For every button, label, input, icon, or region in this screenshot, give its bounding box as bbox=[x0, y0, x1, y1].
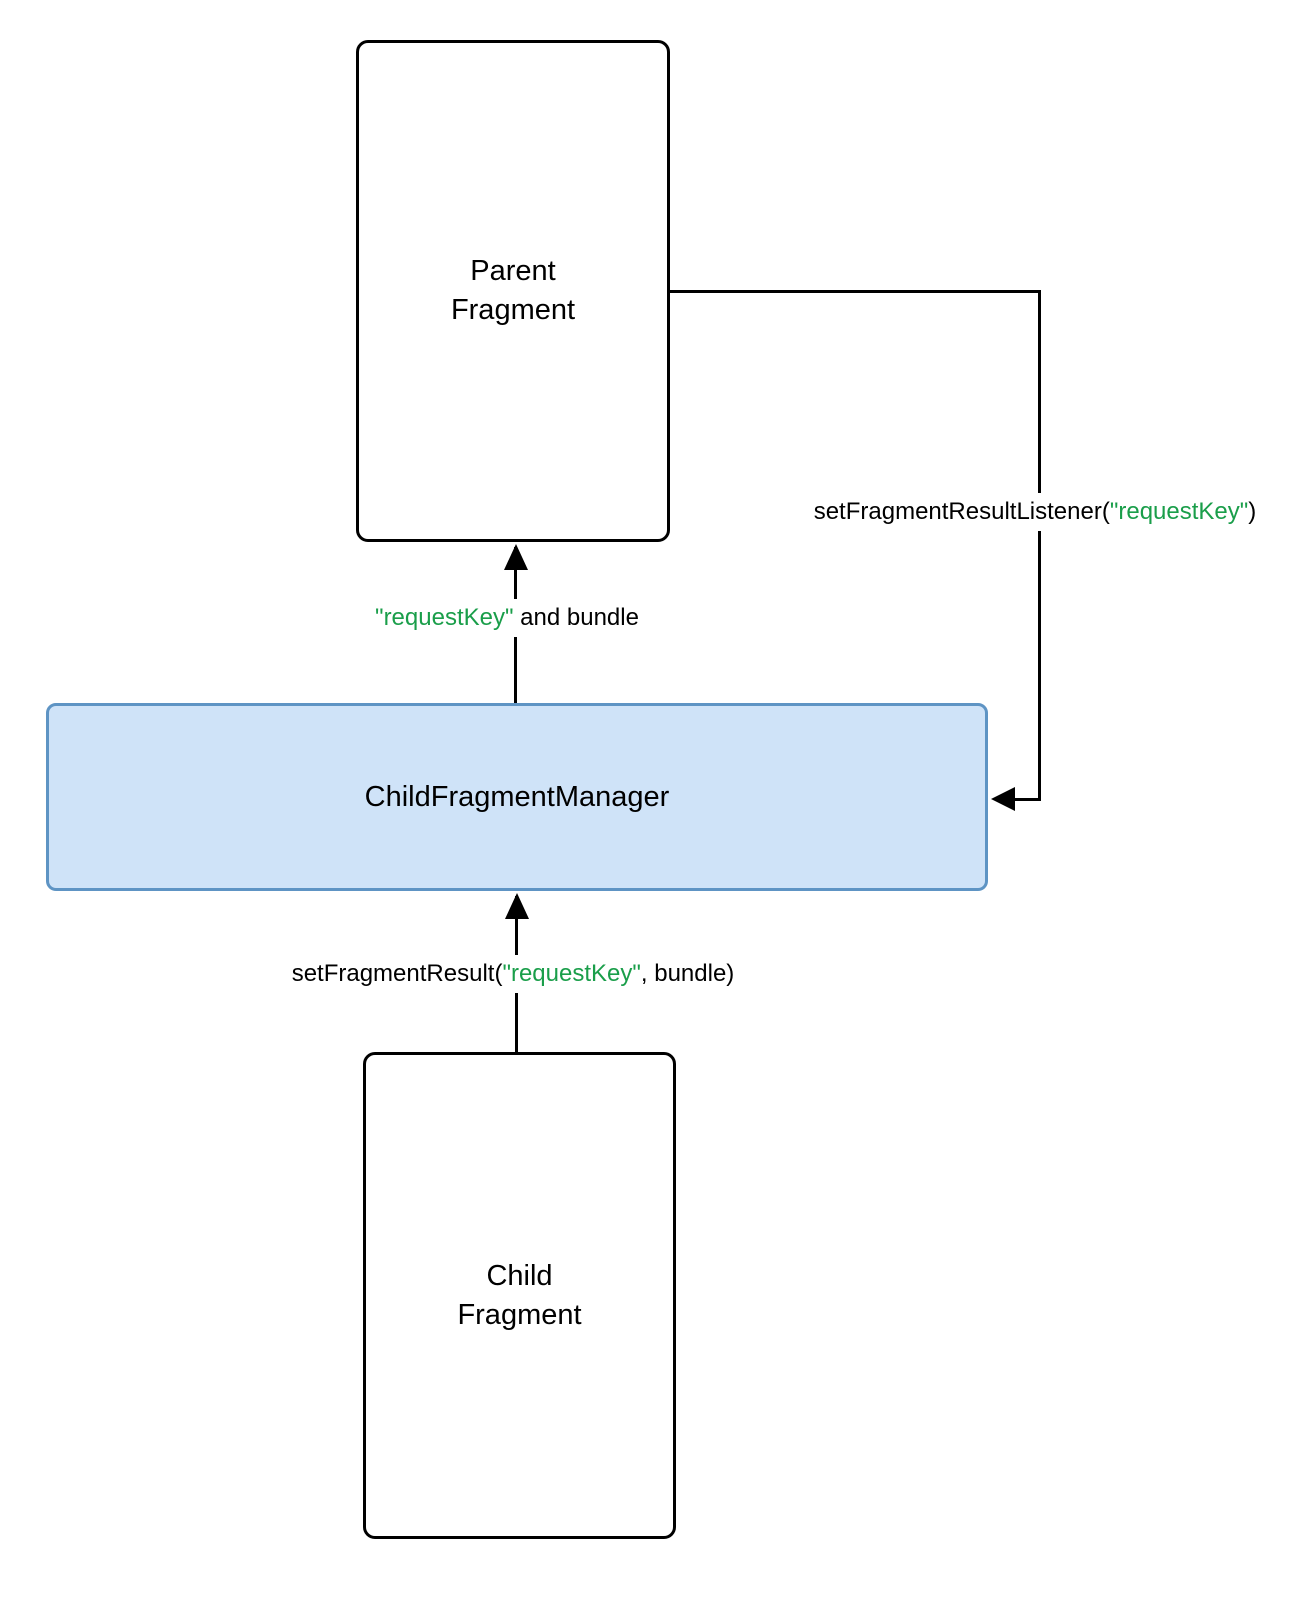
set-result-label-post: , bundle) bbox=[640, 960, 735, 987]
listener-label-post: ) bbox=[1248, 498, 1257, 525]
child-fragment-box: Child Fragment bbox=[363, 1052, 676, 1539]
arrowhead-up-icon bbox=[505, 893, 529, 919]
child-fragment-manager-box: ChildFragmentManager bbox=[46, 703, 988, 891]
parent-fragment-label: Parent Fragment bbox=[450, 255, 576, 326]
listener-connector-top-segment bbox=[668, 290, 1041, 293]
arrowhead-left-icon bbox=[991, 787, 1015, 811]
set-result-label-pre: setFragmentResult( bbox=[291, 960, 503, 987]
listener-connector-bottom-segment bbox=[1010, 798, 1041, 801]
deliver-label-request-key: "requestKey" bbox=[375, 604, 514, 631]
listener-label-pre: setFragmentResultListener( bbox=[813, 498, 1110, 525]
request-key-and-bundle-label: "requestKey" and bundle bbox=[366, 599, 648, 637]
arrowhead-up-icon bbox=[504, 544, 528, 570]
parent-fragment-box: Parent Fragment bbox=[356, 40, 670, 542]
deliver-label-post: and bundle bbox=[513, 604, 639, 631]
child-fragment-manager-label: ChildFragmentManager bbox=[364, 780, 670, 813]
child-fragment-label: Child Fragment bbox=[457, 1259, 582, 1331]
listener-connector-vertical-segment bbox=[1038, 290, 1041, 801]
set-fragment-result-listener-label: setFragmentResultListener("requestKey") bbox=[804, 493, 1266, 531]
set-fragment-result-label: setFragmentResult("requestKey", bundle) bbox=[282, 955, 744, 993]
set-result-label-request-key: "requestKey" bbox=[502, 960, 641, 987]
listener-label-request-key: "requestKey" bbox=[1109, 498, 1249, 525]
